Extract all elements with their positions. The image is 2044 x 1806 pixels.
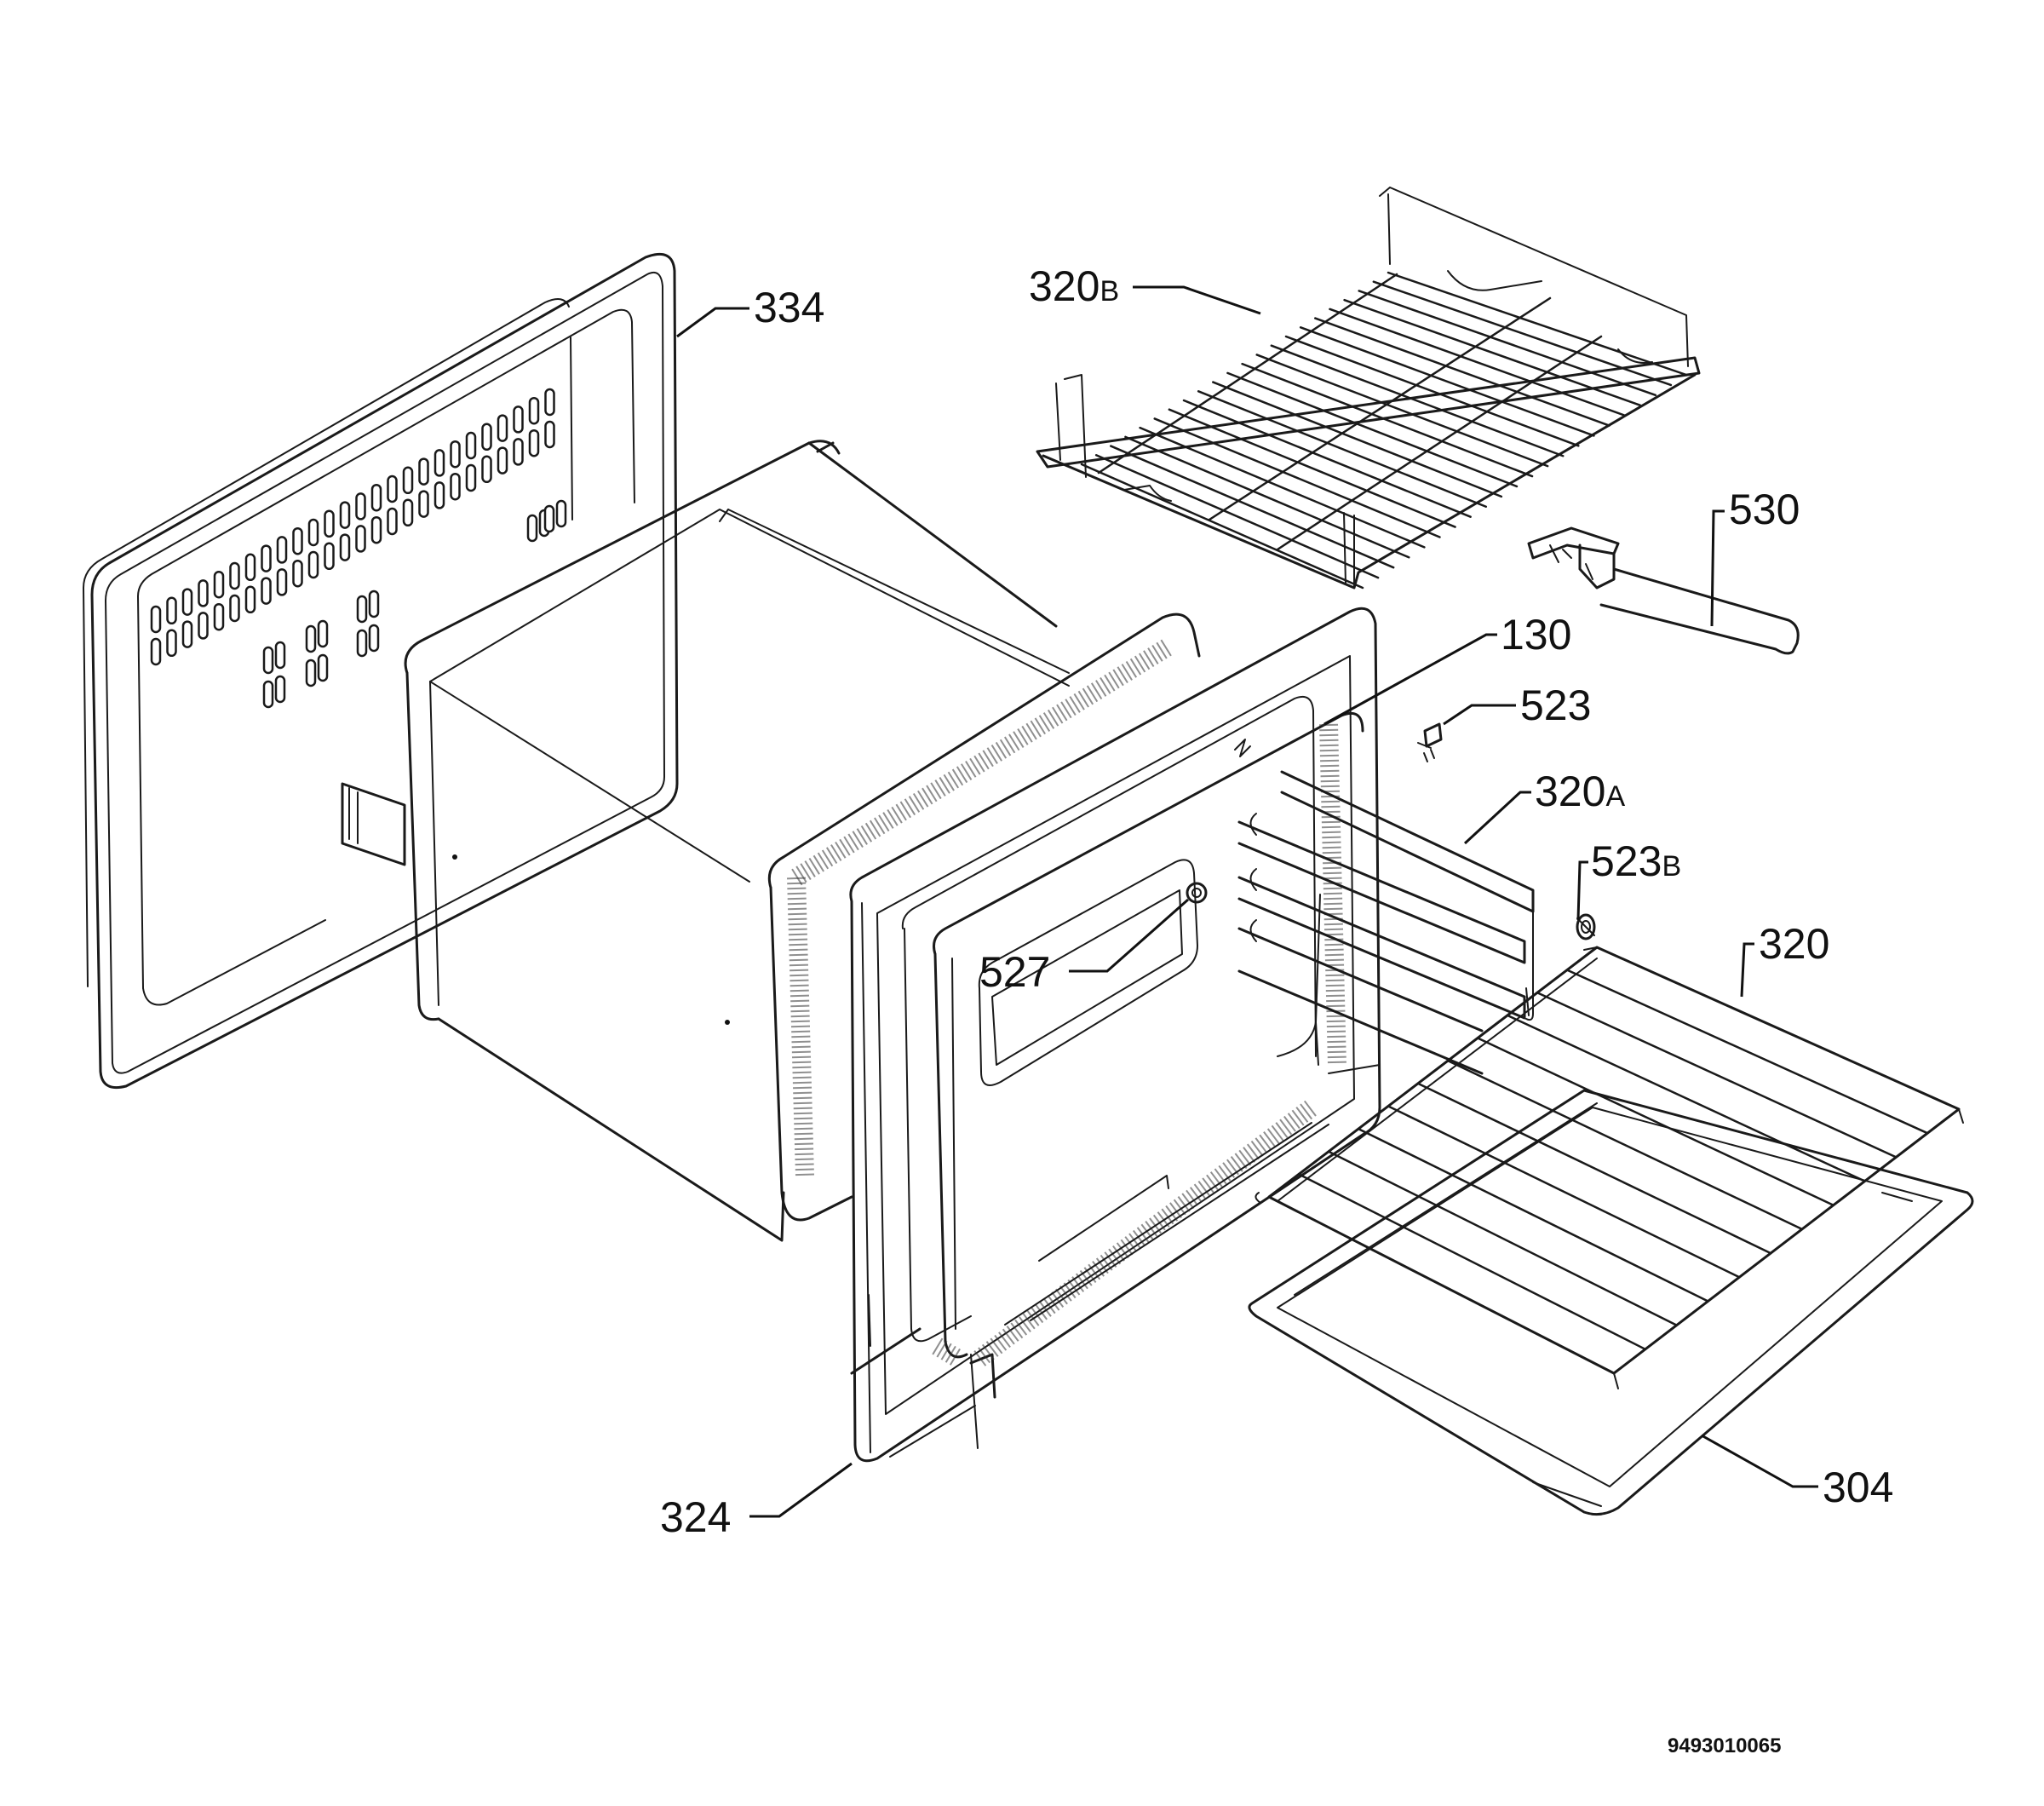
baking-tray-304 (1248, 1089, 1974, 1516)
callout-320B: 320B (1029, 262, 1119, 310)
oven-cavity (341, 440, 1201, 1242)
callout-324: 324 (660, 1493, 731, 1541)
drawing-code: 9493010065 (1668, 1734, 1781, 1757)
fitting-523B (1576, 913, 1596, 940)
oven-shelf-320 (1255, 946, 1964, 1389)
fitting-523 (1417, 722, 1443, 762)
callout-530: 530 (1729, 486, 1800, 533)
callout-523: 523 (1520, 682, 1591, 729)
rear-panel-334 (83, 253, 679, 1090)
callout-334: 334 (754, 284, 824, 331)
callout-130: 130 (1501, 611, 1571, 659)
wire-rack-320B (1036, 187, 1701, 590)
callout-320: 320 (1759, 920, 1829, 968)
clip-handle-530 (1527, 526, 1800, 655)
vent-slots (150, 388, 567, 709)
callout-523B: 523B (1591, 837, 1681, 885)
callout-labels: 334 320B 530 130 523 320A 523B 320 527 3… (660, 262, 1893, 1541)
callout-304: 304 (1823, 1464, 1893, 1511)
callout-320A: 320A (1535, 768, 1625, 815)
front-frame-324 (849, 607, 1381, 1463)
callout-527: 527 (979, 948, 1050, 996)
leader-lines (676, 285, 1818, 1518)
